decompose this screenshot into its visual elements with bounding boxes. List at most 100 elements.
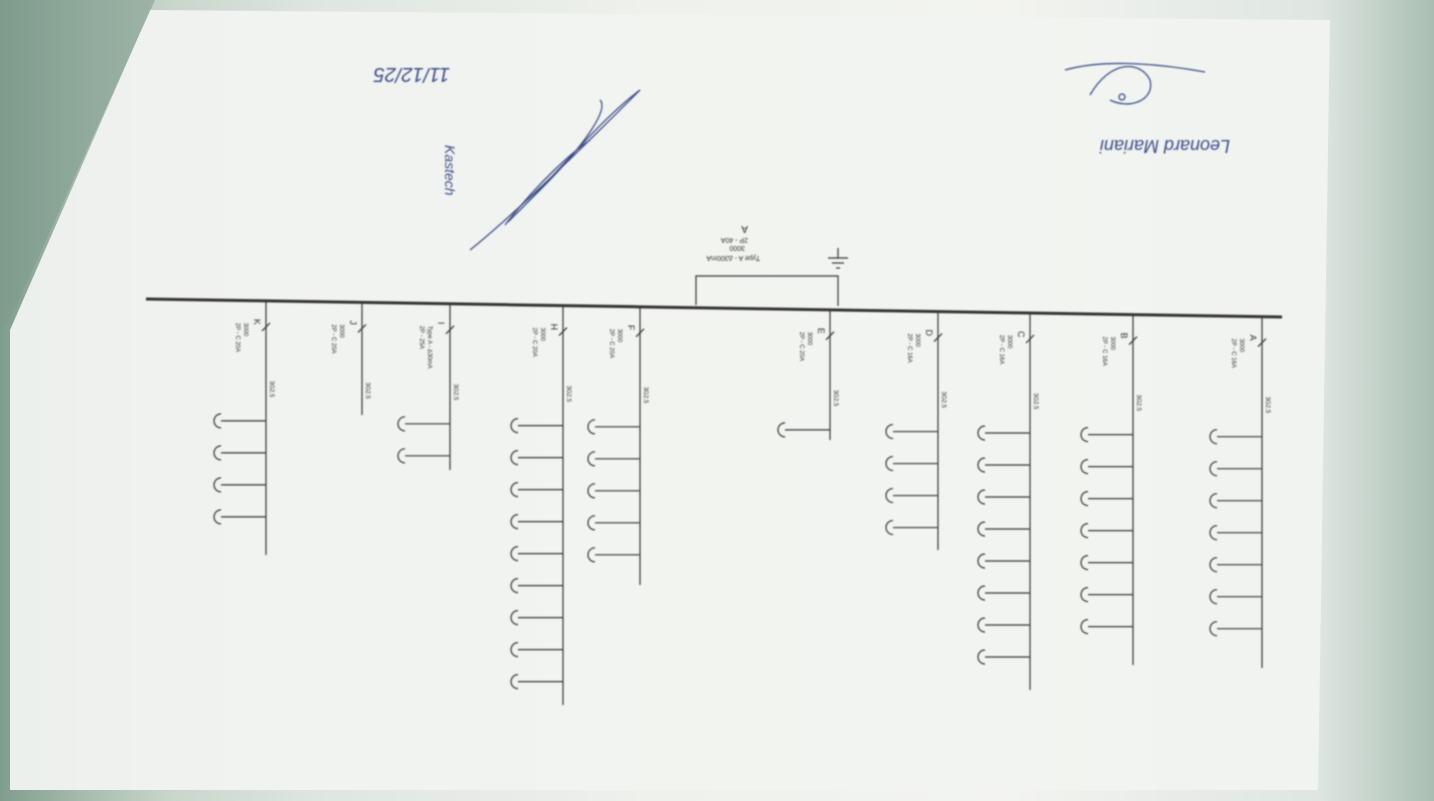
group-breaker-label: 2P - C 16A (1230, 339, 1236, 368)
group-id-label: C (1016, 331, 1026, 338)
socket-symbol (977, 425, 986, 441)
breaker-symbol (933, 333, 943, 342)
wire-size-label: 3G2.5 (1135, 395, 1141, 412)
group-id-label: A (1248, 335, 1258, 341)
socket-symbol (510, 450, 519, 466)
wire-size-label: 3G2.5 (565, 386, 571, 403)
socket-symbol (777, 422, 786, 438)
signature-left (469, 89, 641, 251)
group-id-label: H (549, 324, 559, 331)
socket-symbol (1080, 587, 1089, 603)
socket-symbol (1080, 491, 1089, 507)
group-id-label: B (1119, 333, 1129, 339)
socket-symbol (977, 553, 986, 569)
wire-size-label: 3G2.5 (1032, 393, 1038, 410)
socket-symbol (885, 455, 894, 472)
main-breaker-label: 2P - 40A (721, 236, 748, 243)
breaker-symbol (357, 323, 367, 333)
breaker-symbol (1257, 338, 1267, 348)
socket-symbol (1080, 555, 1089, 571)
socket-symbol (1209, 429, 1218, 445)
socket-symbol (510, 546, 519, 562)
signature-right (1064, 62, 1206, 105)
group-breaker-label: 2P - C 20A (234, 323, 240, 352)
socket-symbol (977, 617, 986, 633)
socket-symbol (1080, 459, 1089, 475)
group-breaker-label: 2P - C 16A (1101, 337, 1107, 366)
group-breaker-label: 2P - C 20A (531, 328, 537, 357)
wire-size-label: 3G2.5 (364, 382, 370, 399)
group-id-label: J (348, 320, 358, 325)
socket-symbol (977, 489, 986, 505)
wire-size-label: 3G2.5 (832, 390, 838, 407)
group-rating-label: 3000 (616, 329, 622, 343)
main-supply-id: A (741, 223, 748, 234)
group-rating-label: 3000 (338, 324, 344, 338)
group-breaker-label: 2P - C 16A (906, 334, 912, 363)
breaker-symbol (558, 327, 568, 337)
socket-symbol (510, 674, 519, 690)
breaker-symbol (825, 331, 835, 341)
socket-symbol (1209, 493, 1218, 509)
socket-symbol (977, 521, 986, 537)
socket-symbol (587, 419, 596, 435)
group-breaker-label: 2P - C 20A (798, 332, 804, 361)
group-rating-label: 3000 (1109, 337, 1115, 351)
socket-symbol (397, 416, 406, 432)
socket-symbol (510, 578, 519, 594)
handwritten-name-left: Kastech (442, 145, 458, 196)
socket-symbol (213, 509, 222, 525)
socket-symbol (1080, 523, 1089, 539)
socket-symbol (1209, 525, 1218, 541)
socket-symbol (587, 515, 596, 531)
socket-symbol (587, 451, 596, 467)
socket-symbol (213, 413, 222, 429)
wire-size-label: 3G2.5 (452, 384, 458, 401)
group-id-label: K (252, 319, 262, 325)
paper-shadow-edge (0, 0, 155, 330)
group-breaker-label: 2P - C 20A (608, 329, 614, 358)
group-id-label: I (436, 322, 446, 325)
group-breaker-label: 2P - C 16A (998, 335, 1004, 364)
breaker-symbol (635, 328, 645, 338)
socket-symbol (587, 547, 596, 563)
breaker-symbol (1128, 336, 1138, 346)
supply-feed (695, 275, 839, 306)
wire-size-label: 3G2.5 (642, 387, 648, 404)
socket-symbol (1080, 619, 1089, 635)
group-rating-label: 3000 (1006, 335, 1012, 349)
socket-symbol (510, 482, 519, 498)
socket-symbol (510, 418, 519, 434)
socket-symbol (977, 649, 986, 665)
socket-symbol (510, 610, 519, 626)
socket-symbol (1209, 557, 1218, 573)
main-rating-label: 3000 (729, 244, 745, 251)
socket-symbol (213, 477, 222, 493)
paper-sheet (10, 10, 1330, 790)
breaker-symbol (445, 325, 455, 335)
group-id-label: F (626, 325, 636, 331)
breaker-symbol (261, 322, 271, 332)
handwritten-date: 11/12/25 (373, 63, 450, 85)
wire-size-label: 3G2.5 (268, 381, 274, 398)
socket-symbol (977, 585, 986, 601)
main-busbar (145, 297, 1283, 319)
socket-symbol (977, 457, 986, 473)
group-breaker-label: 2P - C 20A (330, 324, 336, 353)
socket-symbol (587, 483, 596, 499)
socket-symbol (1209, 589, 1218, 605)
handwritten-name-right: Leonard Mariani (1099, 136, 1230, 156)
group-id-label: D (924, 330, 934, 337)
wire-size-label: 3G2.5 (940, 392, 946, 409)
socket-symbol (1209, 621, 1218, 637)
socket-symbol (885, 487, 894, 504)
group-rating-label: 3000 (242, 323, 248, 337)
group-rating-label: Type A - ∆30mA (426, 326, 433, 369)
wire-size-label: 3G2.5 (1264, 397, 1270, 414)
group-id-label: E (816, 328, 826, 334)
socket-symbol (213, 445, 222, 461)
group-rating-label: 3000 (1238, 339, 1244, 353)
socket-symbol (1080, 427, 1089, 443)
